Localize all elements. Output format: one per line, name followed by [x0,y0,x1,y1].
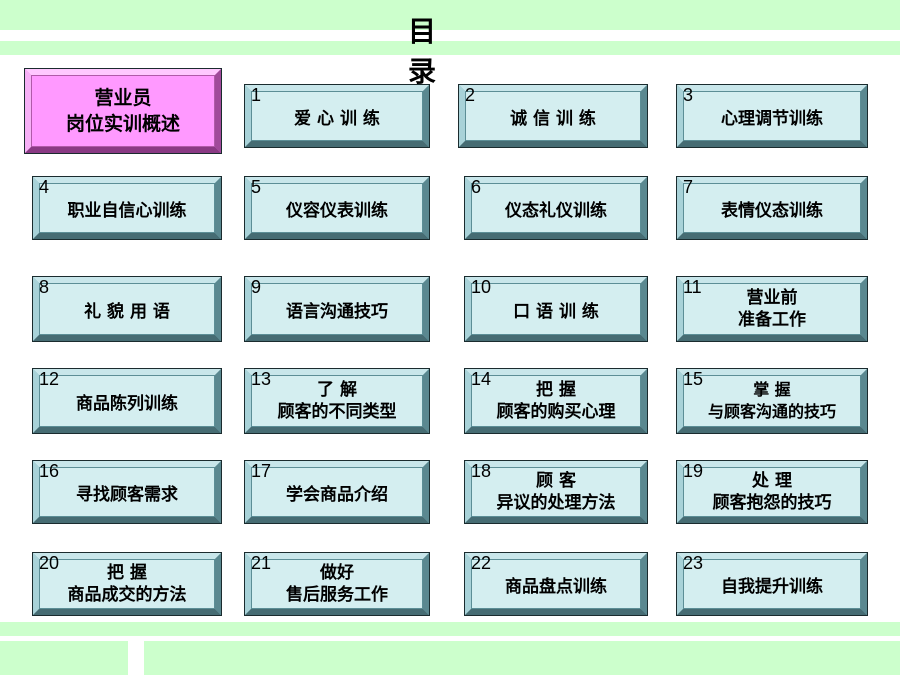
menu-item-number: 13 [251,369,272,389]
menu-item-number: 10 [471,277,492,297]
menu-item-line1: 心理调节训练 [721,109,823,129]
menu-item-number: 6 [471,177,482,197]
menu-item-line1: 把 握 [536,380,576,400]
menu-item-number: 21 [251,553,272,573]
menu-item-16[interactable]: 寻找顾客需求 16 [32,460,222,524]
menu-item-line2: 异议的处理方法 [496,493,616,513]
menu-item-17[interactable]: 学会商品介绍 17 [244,460,430,524]
page-title: 目 录 [408,15,475,88]
menu-item-line1: 口 语 训 练 [513,302,599,322]
menu-item-number: 7 [683,177,694,197]
menu-item-number: 14 [471,369,492,389]
menu-item-line1: 职业自信心训练 [67,201,187,221]
menu-item-number: 8 [39,277,50,297]
decor-band-top [0,0,900,30]
menu-item-line1: 寻找顾客需求 [76,485,178,505]
menu-item-line1: 掌 握 [753,380,791,399]
menu-item-number: 18 [471,461,492,481]
menu-item-number: 22 [471,553,492,573]
menu-item-number: 23 [683,553,704,573]
menu-item-number: 9 [251,277,262,297]
menu-item-line1: 商品陈列训练 [76,394,178,414]
menu-item-line1: 商品盘点训练 [505,577,607,597]
overview-button[interactable]: 营业员 岗位实训概述 [24,68,222,154]
menu-item-line2: 售后服务工作 [286,585,388,605]
menu-item-10[interactable]: 口 语 训 练 10 [464,276,648,342]
menu-item-4[interactable]: 职业自信心训练 4 [32,176,222,240]
menu-item-line1: 诚 信 训 练 [510,109,596,129]
menu-item-3[interactable]: 心理调节训练 3 [676,84,868,148]
menu-item-18[interactable]: 顾 客 异议的处理方法 18 [464,460,648,524]
menu-item-line2: 顾客抱怨的技巧 [712,493,832,513]
menu-item-line1: 顾 客 [536,471,576,491]
menu-item-22[interactable]: 商品盘点训练 22 [464,552,648,616]
menu-item-line1: 把 握 [107,563,147,583]
decor-band-gap [128,641,144,675]
menu-item-line1: 自我提升训练 [721,577,823,597]
menu-item-line1: 表情仪态训练 [721,201,823,221]
menu-item-line1: 了 解 [317,380,357,400]
menu-item-12[interactable]: 商品陈列训练 12 [32,368,222,434]
decor-band-bottom-thin [0,622,900,636]
menu-item-line1: 礼 貌 用 语 [84,302,170,322]
menu-item-number: 4 [39,177,50,197]
menu-item-23[interactable]: 自我提升训练 23 [676,552,868,616]
menu-item-line2: 商品成交的方法 [67,585,187,605]
overview-label: 营业员 岗位实训概述 [32,76,214,146]
menu-item-number: 20 [39,553,60,573]
decor-band-bottom [0,641,900,675]
menu-item-number: 11 [683,277,702,297]
menu-item-line1: 仪容仪表训练 [286,201,388,221]
overview-line2: 岗位实训概述 [65,113,180,135]
overview-line1: 营业员 [94,87,152,109]
menu-item-number: 17 [251,461,272,481]
menu-item-8[interactable]: 礼 貌 用 语 8 [32,276,222,342]
menu-item-number: 2 [465,85,476,105]
menu-item-line1: 语言沟通技巧 [286,302,388,322]
menu-item-number: 1 [251,85,262,105]
menu-item-number: 15 [683,369,704,389]
menu-item-15[interactable]: 掌 握 与顾客沟通的技巧 15 [676,368,868,434]
menu-item-14[interactable]: 把 握 顾客的购买心理 14 [464,368,648,434]
menu-item-line1: 营业前 [746,288,798,308]
menu-item-7[interactable]: 表情仪态训练 7 [676,176,868,240]
menu-item-21[interactable]: 做好 售后服务工作 21 [244,552,430,616]
menu-item-line2: 准备工作 [738,310,806,330]
menu-item-number: 12 [39,369,60,389]
menu-item-line1: 做好 [320,563,354,583]
menu-item-line1: 爱 心 训 练 [294,109,380,129]
menu-item-2[interactable]: 诚 信 训 练 2 [458,84,648,148]
menu-item-19[interactable]: 处 理 顾客抱怨的技巧 19 [676,460,868,524]
menu-item-13[interactable]: 了 解 顾客的不同类型 13 [244,368,430,434]
menu-item-line1: 仪态礼仪训练 [505,201,607,221]
menu-item-number: 3 [683,85,694,105]
menu-item-number: 19 [683,461,704,481]
menu-item-line1: 处 理 [752,471,792,491]
menu-item-1[interactable]: 爱 心 训 练 1 [244,84,430,148]
menu-item-line1: 学会商品介绍 [286,485,388,505]
menu-item-line2: 与顾客沟通的技巧 [707,402,836,421]
menu-item-line2: 顾客的购买心理 [496,402,616,422]
menu-item-6[interactable]: 仪态礼仪训练 6 [464,176,648,240]
menu-item-number: 5 [251,177,262,197]
decor-band-top-thin [0,41,900,55]
menu-item-line2: 顾客的不同类型 [277,402,397,422]
menu-item-5[interactable]: 仪容仪表训练 5 [244,176,430,240]
menu-item-number: 16 [39,461,60,481]
menu-item-20[interactable]: 把 握 商品成交的方法 20 [32,552,222,616]
menu-item-9[interactable]: 语言沟通技巧 9 [244,276,430,342]
menu-item-11[interactable]: 营业前 准备工作 11 [676,276,868,342]
